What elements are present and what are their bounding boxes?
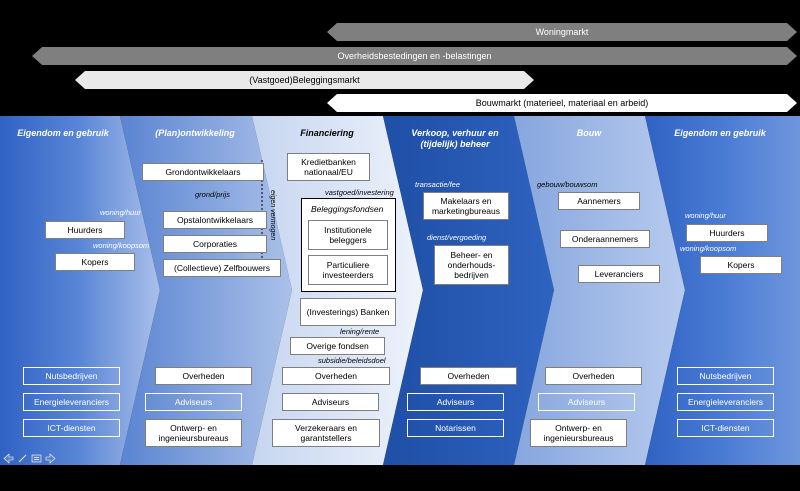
box-leveranciers: Leveranciers	[578, 265, 660, 283]
box-overheden-ontwikkeling: Overheden	[155, 367, 252, 385]
label-dienst-vergoeding: dienst/vergoeding	[427, 233, 487, 242]
bar-overheid	[32, 47, 797, 65]
box-ict-diensten: ICT-diensten	[23, 419, 120, 437]
label-gebouw-bouwsom: gebouw/bouwsom	[537, 180, 598, 189]
label-transactie-fee: transactie/fee	[415, 180, 461, 189]
box-kredietbanken: Kredietbanken nationaal/EU	[287, 153, 370, 181]
bar-beleggingsmarkt	[75, 71, 534, 89]
box-adviseurs-ontwikkeling: Adviseurs	[145, 393, 242, 411]
pen-icon[interactable]	[17, 453, 28, 464]
box-grondontwikkelaars: Grondontwikkelaars	[142, 163, 264, 181]
label-vastgoed-investering: vastgoed/investering	[325, 188, 394, 197]
heading-verkoop: Verkoop, verhuur en (tijdelijk) beheer	[411, 128, 499, 149]
bar-woningmarkt	[327, 23, 797, 41]
label-woning-huur: woning/huur	[100, 208, 141, 217]
box-huurders: Huurders	[45, 221, 125, 239]
box-adviseurs-bouw: Adviseurs	[538, 393, 635, 411]
box-energieleveranciers: Energieleveranciers	[23, 393, 120, 411]
box-onderaannemers: Onderaannemers	[560, 230, 650, 248]
box-ict-diensten-right: ICT-diensten	[677, 419, 774, 437]
label-woning-koopsom: woning/koopsom	[93, 241, 150, 250]
box-notarissen: Notarissen	[407, 419, 504, 437]
label-woning-koopsom-right: woning/koopsom	[680, 244, 737, 253]
title-beleggingsfondsen: Beleggingsfondsen	[311, 204, 384, 214]
box-huurders-right: Huurders	[686, 224, 768, 242]
chevron-eigendom-right	[645, 116, 800, 465]
box-nutsbedrijven: Nutsbedrijven	[23, 367, 120, 385]
label-subsidie-beleidsdoel: subsidie/beleidsdoel	[318, 356, 386, 365]
arrow-right-icon[interactable]	[45, 453, 56, 464]
label-grond-prijs: grond/prijs	[195, 190, 231, 199]
box-corporaties: Corporaties	[163, 235, 267, 253]
box-ontwerp-ontwikkeling: Ontwerp- en ingenieursbureaus	[145, 419, 242, 447]
box-nutsbedrijven-right: Nutsbedrijven	[677, 367, 774, 385]
bouwmarkt-label: Bouwmarkt (materieel, materiaal en arbei…	[475, 98, 649, 108]
label-lening-rente: lening/rente	[340, 327, 380, 336]
box-kopers-right: Kopers	[700, 256, 782, 274]
box-aannemers: Aannemers	[558, 192, 640, 210]
box-particuliere-investeerders: Particuliere investeerders	[308, 255, 388, 285]
woningmarkt-label: Woningmarkt	[535, 27, 589, 37]
heading-ontwikkeling: (Plan)ontwikkeling	[155, 128, 235, 138]
box-investeringsbanken: (Investerings) Banken	[300, 298, 396, 326]
label-woning-huur-right: woning/huur	[685, 211, 726, 220]
box-overheden-verkoop: Overheden	[420, 367, 517, 385]
box-overheden-financiering: Overheden	[282, 367, 390, 385]
box-institutionele-beleggers: Institutionele beleggers	[308, 220, 388, 250]
top-bars	[32, 23, 797, 112]
box-energieleveranciers-right: Energieleveranciers	[677, 393, 774, 411]
box-verzekeraars: Verzekeraars en garantstellers	[272, 419, 380, 447]
box-overheden-bouw: Overheden	[545, 367, 642, 385]
arrow-left-icon[interactable]	[3, 453, 14, 464]
box-overige-fondsen: Overige fondsen	[290, 337, 385, 355]
box-makelaars: Makelaars en marketingbureaus	[423, 192, 509, 220]
chevron-eigendom-left	[0, 116, 160, 465]
heading-financiering: Financiering	[300, 128, 354, 138]
menu-icon[interactable]	[31, 453, 42, 464]
box-opstalontwikkelaars: Opstalontwikkelaars	[163, 211, 267, 229]
box-adviseurs-financiering: Adviseurs	[282, 393, 379, 411]
box-kopers: Kopers	[55, 253, 135, 271]
heading-eigendom-left: Eigendom en gebruik	[17, 128, 109, 138]
box-zelfbouwers: (Collectieve) Zelfbouwers	[163, 259, 281, 277]
beleggingsmarkt-label: (Vastgoed)Beleggingsmarkt	[249, 75, 360, 85]
box-adviseurs-verkoop: Adviseurs	[407, 393, 504, 411]
overheid-label: Overheidsbestedingen en -belastingen	[337, 51, 492, 61]
box-beheer-onderhoud: Beheer- en onderhouds-bedrijven	[434, 245, 509, 285]
bar-bouwmarkt	[327, 94, 797, 112]
heading-eigendom-right: Eigendom en gebruik	[674, 128, 766, 138]
box-ontwerp-bouw: Ontwerp- en ingenieursbureaus	[530, 419, 627, 447]
heading-bouw: Bouw	[576, 128, 602, 138]
label-eigen-vermogen: eigen vermogen	[269, 190, 276, 241]
